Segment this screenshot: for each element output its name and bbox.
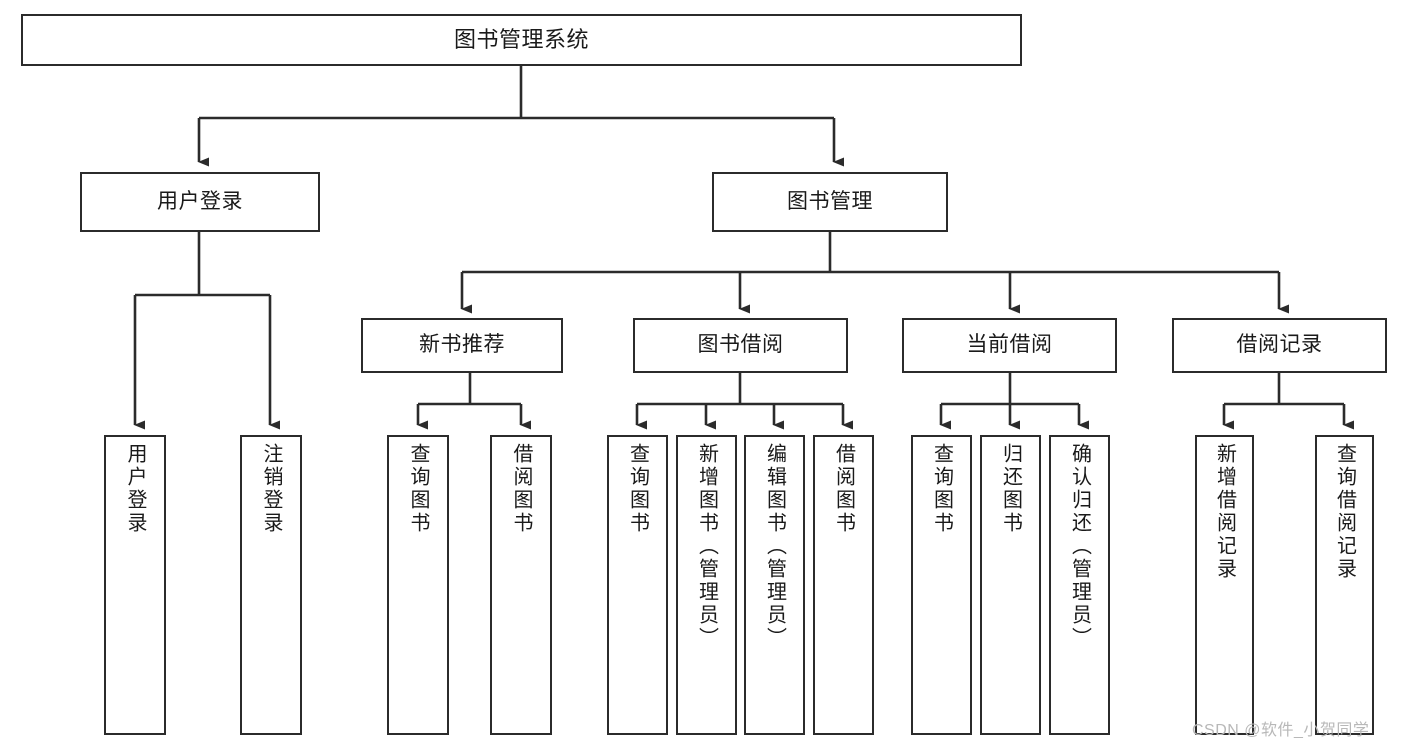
node-label-current-borrow: 当前借阅 (966, 333, 1053, 357)
node-leaf-logout-login[interactable]: 注销登录 (240, 435, 302, 735)
node-label-leaf-logout-login: 注销登录 (260, 443, 282, 535)
node-leaf-confirm-return[interactable]: 确认归还（管理员） (1049, 435, 1110, 735)
node-current-borrow[interactable]: 当前借阅 (902, 318, 1117, 373)
node-leaf-query-borrow-record[interactable]: 查询借阅记录 (1315, 435, 1374, 735)
node-leaf-query-book-2[interactable]: 查询图书 (607, 435, 668, 735)
node-label-user-login: 用户登录 (157, 189, 243, 213)
node-user-login[interactable]: 用户登录 (80, 172, 320, 232)
node-label-leaf-return-book: 归还图书 (999, 443, 1022, 535)
node-label-leaf-user-login: 用户登录 (124, 443, 146, 535)
node-new-book-recommend[interactable]: 新书推荐 (361, 318, 563, 373)
node-label-leaf-query-book-3: 查询图书 (930, 443, 953, 535)
node-label-new-book-recommend: 新书推荐 (419, 333, 505, 357)
node-leaf-edit-book[interactable]: 编辑图书（管理员） (744, 435, 805, 735)
node-label-leaf-add-borrow-record: 新增借阅记录 (1213, 443, 1236, 581)
node-label-leaf-add-book: 新增图书（管理员） (695, 443, 718, 650)
node-leaf-add-book[interactable]: 新增图书（管理员） (676, 435, 737, 735)
node-label-leaf-query-borrow-record: 查询借阅记录 (1333, 443, 1356, 581)
node-label-leaf-borrow-book-2: 借阅图书 (832, 443, 855, 535)
node-leaf-borrow-book-2[interactable]: 借阅图书 (813, 435, 874, 735)
node-label-root: 图书管理系统 (453, 27, 589, 53)
node-label-leaf-borrow-book-1: 借阅图书 (510, 443, 532, 535)
node-label-book-management: 图书管理 (787, 189, 873, 213)
node-label-leaf-edit-book: 编辑图书（管理员） (763, 443, 786, 650)
node-root-book-management-system[interactable]: 图书管理系统 (21, 14, 1022, 66)
node-leaf-user-login[interactable]: 用户登录 (104, 435, 166, 735)
node-leaf-query-book-1[interactable]: 查询图书 (387, 435, 449, 735)
node-leaf-return-book[interactable]: 归还图书 (980, 435, 1041, 735)
node-label-book-borrow: 图书借阅 (697, 333, 784, 357)
node-label-borrow-record: 借阅记录 (1236, 333, 1323, 357)
node-leaf-borrow-book-1[interactable]: 借阅图书 (490, 435, 552, 735)
node-label-leaf-query-book-2: 查询图书 (626, 443, 649, 535)
node-leaf-query-book-3[interactable]: 查询图书 (911, 435, 972, 735)
node-label-leaf-query-book-1: 查询图书 (407, 443, 429, 535)
node-book-management[interactable]: 图书管理 (712, 172, 948, 232)
csdn-watermark: CSDN @软件_小贺同学 (1192, 722, 1370, 739)
node-label-leaf-confirm-return: 确认归还（管理员） (1068, 443, 1091, 650)
node-leaf-add-borrow-record[interactable]: 新增借阅记录 (1195, 435, 1254, 735)
node-book-borrow[interactable]: 图书借阅 (633, 318, 848, 373)
node-borrow-record[interactable]: 借阅记录 (1172, 318, 1387, 373)
